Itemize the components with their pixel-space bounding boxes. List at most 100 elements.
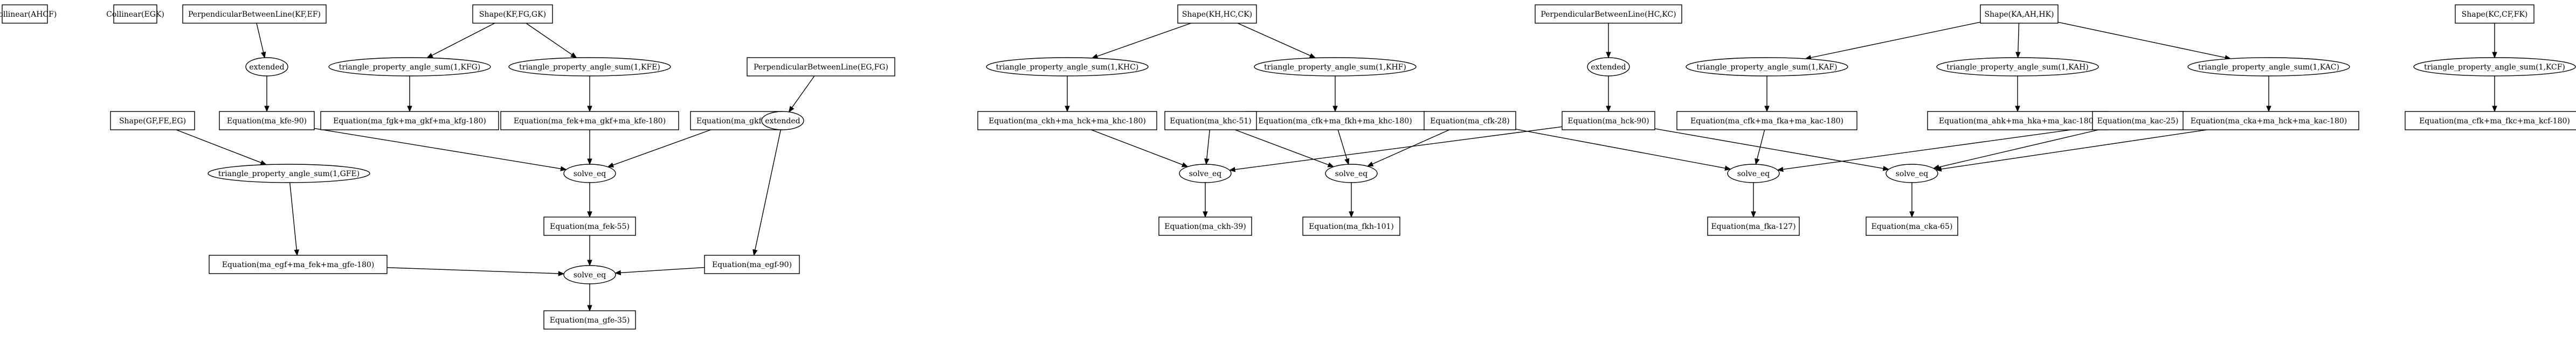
node-label: triangle_property_angle_sum(1,KCF) — [2424, 63, 2565, 72]
node-label: Shape(KC,CF,FK) — [2462, 10, 2528, 19]
arrowhead-n27-n34 — [1327, 162, 1335, 167]
ellipse-shape — [2187, 57, 2350, 76]
node-label: Shape(GF,FE,EG) — [119, 117, 186, 125]
node-extended: extended — [761, 111, 804, 130]
node-equation-ma-cfk-ma-fkc-ma-kcf-180: Equation(ma_cfk+ma_fkc+ma_kcf-180) — [2405, 111, 2576, 130]
arrowhead-n28-n34 — [1366, 162, 1374, 167]
arrowhead-n46-n47 — [1909, 211, 1915, 218]
node-solve-eq: solve_eq — [563, 265, 616, 284]
arrowhead-n16-n20 — [558, 271, 565, 276]
box-shape — [1177, 4, 1257, 24]
box-shape — [977, 111, 1157, 130]
ellipse-shape — [1587, 57, 1630, 76]
node-label: Equation(ma_kac-25) — [2097, 117, 2179, 125]
arrowhead-n3-n4 — [261, 51, 266, 59]
node-label: triangle_property_angle_sum(1,KFE) — [519, 63, 660, 72]
node-shape-kh-hc-ck: Shape(KH,HC,CK) — [1177, 4, 1257, 24]
node-shape-kc-cf-fk: Shape(KC,CF,FK) — [2455, 4, 2534, 24]
box-shape — [1535, 4, 1682, 24]
arrowhead-n31-n46 — [1882, 166, 1890, 171]
node-equation-ma-egf-ma-fek-ma-gfe-180: Equation(ma_egf+ma_fek+ma_gfe-180) — [209, 255, 388, 274]
node-equation-ma-ckh-39: Equation(ma_ckh-39) — [1158, 217, 1252, 236]
node-label: Equation(ma_fka-127) — [1711, 222, 1795, 231]
edge-n22-n25 — [1237, 23, 1311, 57]
ellipse-shape — [1254, 57, 1417, 76]
ellipse-shape — [1936, 57, 2099, 76]
node-label: Equation(ma_ckh+ma_hck+ma_khc-180) — [989, 117, 1146, 125]
node-label: Equation(ma_fek-55) — [550, 222, 630, 231]
edge-n42-n46 — [1941, 129, 2207, 170]
edge-n27-n34 — [1235, 129, 1329, 165]
ellipse-shape — [1727, 164, 1780, 183]
edge-n36-n37 — [1811, 22, 1981, 58]
node-perpendicularbetweenline-kf-ef: PerpendicularBetweenLine(KF,EF) — [182, 4, 327, 24]
node-equation-ma-cka-ma-hck-ma-kac-180: Equation(ma_cka+ma_hck+ma_kac-180) — [2178, 111, 2359, 130]
node-equation-ma-fek-ma-gkf-ma-kfe-180: Equation(ma_fek+ma_gkf+ma_kfe-180) — [500, 111, 679, 130]
node-label: solve_eq — [1896, 170, 1929, 178]
edge-n22-n23 — [1097, 23, 1192, 57]
node-label: extended — [249, 63, 284, 72]
arrowhead-n34-n35 — [1349, 211, 1354, 218]
edge-n16-n20 — [386, 267, 559, 274]
arrowhead-n36-n39 — [2015, 52, 2021, 59]
arrowhead-n43-n46 — [1932, 164, 1940, 170]
node-label: Equation(ma_cfk+ma_fkh+ma_khc-180) — [1258, 117, 1412, 125]
node-solve-eq: solve_eq — [1325, 164, 1378, 183]
edge-n5-n12 — [314, 128, 561, 169]
node-label: solve_eq — [1737, 170, 1770, 178]
node-equation-ma-fgk-ma-gkf-ma-kfg-180: Equation(ma_fgk+ma_gkf+ma_kfg-180) — [320, 111, 499, 130]
node-label: Collinear(AHCF) — [0, 10, 57, 19]
node-extended: extended — [245, 57, 288, 76]
node-equation-ma-cka-65: Equation(ma_cka-65) — [1866, 217, 1958, 236]
edge-n28-n44 — [1515, 129, 1725, 169]
box-shape — [2405, 111, 2576, 130]
node-triangle-property-angle-sum-1-khf: triangle_property_angle_sum(1,KHF) — [1254, 57, 1417, 76]
arrowhead-n41-n42 — [2266, 106, 2271, 113]
node-label: Equation(ma_cfk+ma_fka+ma_kac-180) — [1690, 117, 1843, 125]
box-shape — [1866, 217, 1958, 236]
arrowhead-n7-n8 — [407, 106, 412, 113]
node-layer: Collinear(AHCF) Collinear(EGK) Perpendicul… — [0, 4, 2576, 330]
box-shape — [1980, 4, 2059, 24]
box-shape — [500, 111, 679, 130]
arrowhead-n10-n12 — [587, 158, 592, 165]
box-shape — [320, 111, 499, 130]
node-label: PerpendicularBetweenLine(KF,EF) — [188, 10, 321, 19]
arrowhead-n24-n32 — [1181, 162, 1189, 167]
node-equation-ma-fkh-101: Equation(ma_fkh-101) — [1302, 217, 1400, 236]
node-equation-ma-ckh-ma-hck-ma-khc-180: Equation(ma_ckh+ma_hck+ma_khc-180) — [977, 111, 1157, 130]
node-label: Collinear(EGK) — [106, 10, 164, 19]
ellipse-shape — [563, 164, 616, 183]
arrowhead-n39-n40 — [2015, 106, 2020, 113]
node-solve-eq: solve_eq — [563, 164, 616, 183]
edge-n26-n34 — [1337, 129, 1348, 159]
arrowhead-n28-n44 — [1724, 165, 1731, 171]
edge-n6-n9 — [526, 23, 572, 55]
edge-n14-n15 — [176, 129, 261, 163]
arrowhead-n27-n32 — [1204, 158, 1210, 165]
node-triangle-property-angle-sum-1-kaf: triangle_property_angle_sum(1,KAF) — [1686, 57, 1848, 76]
box-shape — [219, 111, 315, 130]
node-triangle-property-angle-sum-1-kfg: triangle_property_angle_sum(1,KFG) — [328, 57, 491, 76]
arrowhead-n43-n44 — [1777, 166, 1784, 172]
node-label: solve_eq — [1335, 170, 1368, 178]
box-shape — [1676, 111, 1857, 130]
node-label: Equation(ma_fek+ma_gkf+ma_kfe-180) — [514, 117, 666, 125]
arrowhead-n20-n21 — [587, 305, 592, 312]
box-shape — [1245, 111, 1425, 130]
arrowhead-n30-n31 — [1606, 106, 1611, 113]
ellipse-shape — [508, 57, 671, 76]
node-triangle-property-angle-sum-1-kac: triangle_property_angle_sum(1,KAC) — [2187, 57, 2350, 76]
box-shape — [2092, 111, 2184, 130]
node-label: solve_eq — [574, 271, 606, 280]
edge-n31-n32 — [1234, 126, 1563, 170]
box-shape — [543, 310, 636, 330]
arrowhead-n48-n49 — [2492, 52, 2497, 59]
box-shape — [1302, 217, 1400, 236]
ellipse-shape — [1325, 164, 1378, 183]
arrowhead-n22-n25 — [1309, 53, 1316, 59]
edge-n3-n4 — [256, 23, 264, 53]
node-equation-ma-fek-55: Equation(ma_fek-55) — [543, 217, 636, 236]
box-shape — [1424, 111, 1516, 130]
